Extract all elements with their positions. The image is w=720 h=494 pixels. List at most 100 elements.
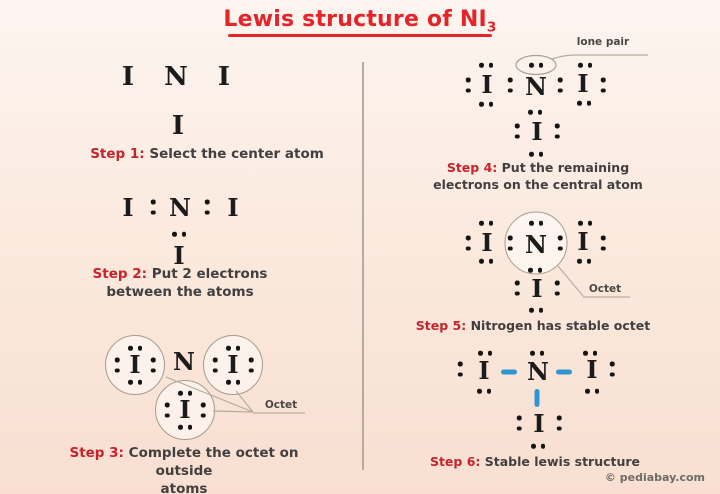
electron-pair xyxy=(226,346,240,351)
electron-pair xyxy=(466,78,471,93)
step4-caption-line1: Step 4: Put the remaining xyxy=(419,160,657,177)
nitrogen-atom: N xyxy=(164,62,188,92)
step2-caption-line1: Step 2: Put 2 electrons xyxy=(60,266,300,284)
lone-pair-electrons xyxy=(530,351,544,356)
iodine-atom: I xyxy=(171,111,185,141)
leader-line xyxy=(557,265,584,297)
electron-pair xyxy=(577,101,591,106)
electron-pair xyxy=(578,221,592,226)
step5-text: Nitrogen has stable octet xyxy=(470,318,651,333)
step6-label: Step 6: xyxy=(429,454,481,469)
iodine-atom: I xyxy=(121,62,135,92)
watermark: © pediabay.com xyxy=(604,471,705,484)
lone-pair-electrons xyxy=(529,63,543,68)
page-title: Lewis structure of NI3 xyxy=(0,7,720,35)
electron-pair xyxy=(479,259,493,264)
iodine-atom: I xyxy=(481,70,493,99)
step2-text: Put 2 electrons xyxy=(151,266,268,282)
electron-pair xyxy=(558,78,563,93)
page-title-text: Lewis structure of NI xyxy=(223,7,487,32)
nitrogen-atom: N xyxy=(525,72,547,101)
leader-line xyxy=(212,410,254,413)
iodine-atom: I xyxy=(577,69,589,98)
electron-pair xyxy=(172,232,186,237)
electron-pair xyxy=(151,200,156,215)
column-divider xyxy=(362,62,364,470)
step6-caption: Step 6: Stable lewis structure xyxy=(410,454,660,471)
electron-pair xyxy=(508,78,513,93)
step3-caption-line1: Step 3: Complete the octet on outside xyxy=(39,445,329,481)
iodine-atom: I xyxy=(129,350,141,379)
electron-pair xyxy=(165,403,170,418)
octet-label: Octet xyxy=(588,283,622,295)
step1-label: Step 1: xyxy=(90,146,145,162)
step3-label: Step 3: xyxy=(69,445,124,461)
electron-pair xyxy=(115,358,120,373)
electron-pair xyxy=(578,63,592,68)
electron-pair xyxy=(458,362,463,377)
octet-label: Octet xyxy=(264,399,298,411)
iodine-atom: I xyxy=(173,241,185,270)
nitrogen-atom: N xyxy=(527,357,549,386)
iodine-atom: I xyxy=(478,356,490,385)
step5-caption: Step 5: Nitrogen has stable octet xyxy=(408,318,658,335)
iodine-atom: I xyxy=(122,193,134,222)
electron-pair xyxy=(249,358,254,373)
electron-pair xyxy=(601,236,606,251)
nitrogen-atom: N xyxy=(525,230,547,259)
electron-pair xyxy=(479,63,493,68)
electron-pair xyxy=(528,268,542,273)
step3-caption: Step 3: Complete the octet on outside at… xyxy=(39,445,329,494)
electron-pair xyxy=(555,281,560,296)
iodine-atom: I xyxy=(227,350,239,379)
step3-text: Complete the octet on outside xyxy=(128,445,299,479)
iodine-atom: I xyxy=(586,355,598,384)
electron-pair xyxy=(517,416,522,431)
electron-pair xyxy=(466,236,471,251)
electron-pair xyxy=(585,389,599,394)
iodine-atom: I xyxy=(531,117,543,146)
step2-caption: Step 2: Put 2 electrons between the atom… xyxy=(60,266,300,302)
electron-pair xyxy=(515,281,520,296)
iodine-atom: I xyxy=(179,395,191,424)
electron-pair xyxy=(226,380,240,385)
electron-pair xyxy=(128,346,142,351)
electron-pair xyxy=(610,362,615,377)
iodine-atom: I xyxy=(227,193,239,222)
electron-pair xyxy=(201,403,206,418)
iodine-atom: I xyxy=(481,228,493,257)
electron-pair xyxy=(478,351,492,356)
lone-pair-label: lone pair xyxy=(576,36,630,48)
electron-pair xyxy=(577,259,591,264)
electron-pair xyxy=(531,444,545,449)
step6-text: Stable lewis structure xyxy=(484,454,641,469)
page-title-subscript: 3 xyxy=(486,19,497,36)
electron-pair xyxy=(151,358,156,373)
leader-line xyxy=(551,54,578,60)
nitrogen-atom: N xyxy=(169,193,191,222)
iodine-atom: I xyxy=(531,274,543,303)
lone-pair-electrons xyxy=(529,221,543,226)
step4-label: Step 4: xyxy=(446,160,498,175)
iodine-atom: I xyxy=(217,62,231,92)
step1-text: Select the center atom xyxy=(149,146,324,162)
electron-pair xyxy=(601,78,606,93)
title-underline xyxy=(228,34,492,37)
electron-pair xyxy=(515,124,520,139)
step1-caption: Step 1: Select the center atom xyxy=(62,146,352,164)
electron-pair xyxy=(213,358,218,373)
step4-caption-line2: electrons on the central atom xyxy=(433,176,643,192)
step4-text: Put the remaining xyxy=(501,160,630,175)
electron-pair xyxy=(529,152,543,157)
electron-pair xyxy=(479,102,493,107)
step4-caption: Step 4: Put the remaining electrons on t… xyxy=(419,160,657,193)
step5-label: Step 5: xyxy=(415,318,467,333)
electron-pair xyxy=(477,389,491,394)
step2-label: Step 2: xyxy=(92,266,148,282)
iodine-atom: I xyxy=(577,227,589,256)
electron-pair xyxy=(529,308,543,313)
step2-caption-line2: between the atoms xyxy=(106,283,254,300)
electron-pair xyxy=(557,416,562,431)
